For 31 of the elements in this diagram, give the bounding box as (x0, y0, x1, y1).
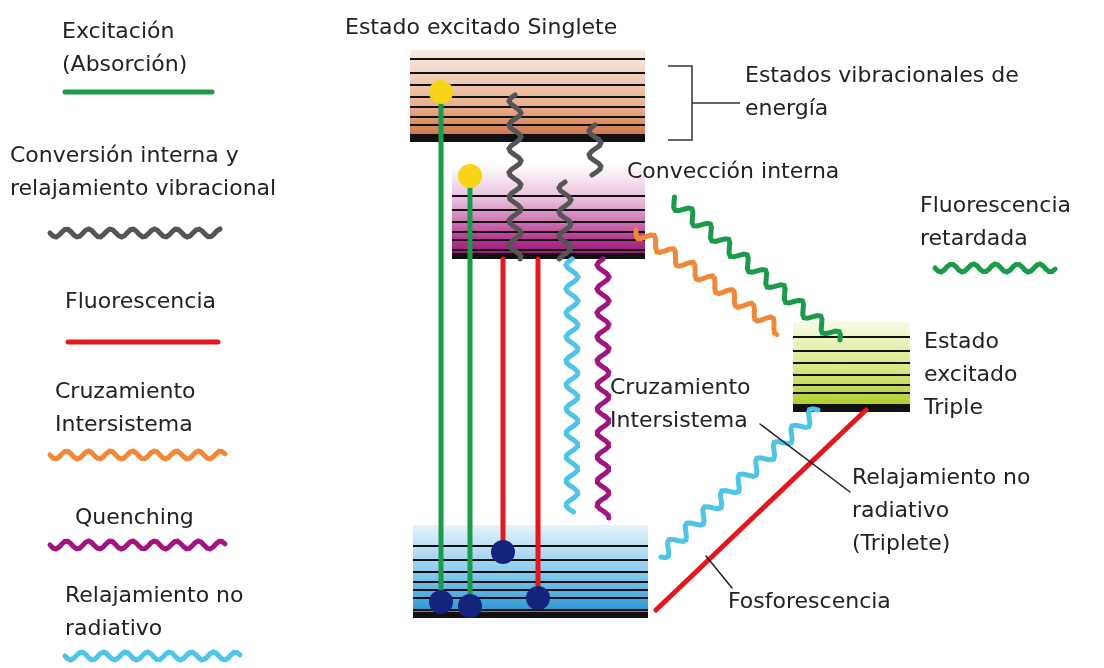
node-label: Fosforescencia (728, 584, 938, 617)
process-label: Cruzamiento Intersistema (610, 373, 752, 434)
legend-label: Fluorescencia retardada (920, 191, 1072, 252)
transition-line (653, 407, 869, 613)
transition-line (491, 256, 515, 564)
wavy-transition-line (586, 122, 604, 178)
legend-label: Fluorescencia (65, 287, 217, 315)
state-heading: Estado excitado Singlete (345, 13, 619, 41)
legend-label: Quenching (75, 503, 195, 531)
wavy-transition-line (671, 194, 843, 343)
wavy-transition-line (556, 179, 574, 262)
legend-label: Relajamiento no radiativo (65, 581, 245, 642)
wavy-transition-line (563, 256, 581, 515)
leader-line (705, 555, 733, 589)
transition-line (526, 256, 550, 610)
state-label: Estado excitado Triple (924, 327, 1019, 421)
process-label: Convección interna (627, 157, 841, 185)
wavy-transition-line (594, 256, 612, 521)
transition-line (429, 80, 453, 614)
node-label: Relajamiento no radiativo (Triplete) (852, 460, 1042, 559)
bracket-label: Estados vibracionales de energía (745, 61, 1020, 122)
legend-label: Conversión interna y relajamiento vibracional (10, 141, 278, 202)
wavy-transition-line (633, 227, 780, 338)
leader-line (759, 423, 851, 493)
wavy-transition-line (506, 92, 524, 262)
legend-label: Cruzamiento Intersistema (55, 377, 197, 438)
energy-level-band (410, 50, 645, 142)
wavy-transition-line (658, 406, 821, 561)
legend-label: Excitación (Absorción) (62, 17, 189, 78)
energy-level-band (793, 322, 910, 412)
transition-line (458, 164, 482, 618)
